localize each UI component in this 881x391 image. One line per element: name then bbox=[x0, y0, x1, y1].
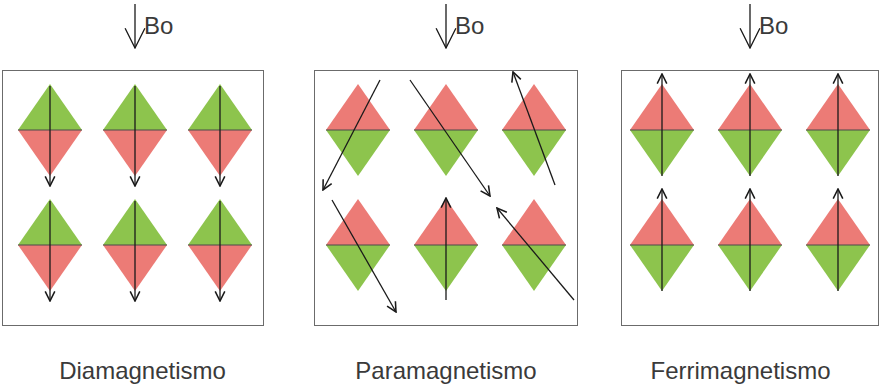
diamagnetic-dipoles bbox=[18, 84, 252, 301]
moment-arrow bbox=[837, 189, 838, 291]
moment-arrow bbox=[219, 201, 220, 301]
field-label: Bo bbox=[455, 12, 484, 40]
moment-arrow bbox=[445, 198, 446, 300]
field-arrow bbox=[134, 4, 135, 48]
moment-arrow bbox=[837, 74, 838, 176]
field-label: Bo bbox=[144, 12, 173, 40]
moment-arrow bbox=[219, 86, 220, 186]
moment-arrow bbox=[134, 201, 135, 301]
ferrimagnetic-dipoles bbox=[630, 74, 870, 291]
field-arrow bbox=[445, 4, 446, 48]
field-arrows bbox=[135, 4, 750, 48]
moment-arrow bbox=[749, 189, 750, 291]
moment-arrow bbox=[323, 80, 380, 190]
moment-arrow bbox=[749, 74, 750, 176]
magnetism-panel: Diamagnetismo bbox=[2, 70, 264, 326]
dipole-diamond bbox=[414, 84, 478, 176]
moment-arrow bbox=[332, 200, 396, 312]
panel-caption: Paramagnetismo bbox=[295, 357, 597, 385]
moment-arrow bbox=[49, 86, 50, 186]
dipole-diamond bbox=[502, 199, 566, 291]
moment-arrow bbox=[410, 80, 490, 196]
field-arrow bbox=[749, 4, 750, 48]
moment-arrow bbox=[661, 189, 662, 291]
moment-arrow bbox=[49, 201, 50, 301]
magnetism-panel: Paramagnetismo bbox=[314, 70, 578, 326]
moment-arrow bbox=[661, 74, 662, 176]
moment-arrow bbox=[497, 208, 574, 300]
paramagnetic-dipoles bbox=[323, 72, 574, 312]
moment-arrow bbox=[134, 86, 135, 186]
magnetism-panel: Ferrimagnetismo bbox=[621, 70, 879, 326]
panel-caption: Ferrimagnetismo bbox=[602, 357, 879, 385]
moment-arrow bbox=[513, 72, 555, 185]
dipole-diamond bbox=[326, 84, 390, 176]
panel-caption: Diamagnetismo bbox=[2, 357, 283, 385]
field-label: Bo bbox=[759, 12, 788, 40]
